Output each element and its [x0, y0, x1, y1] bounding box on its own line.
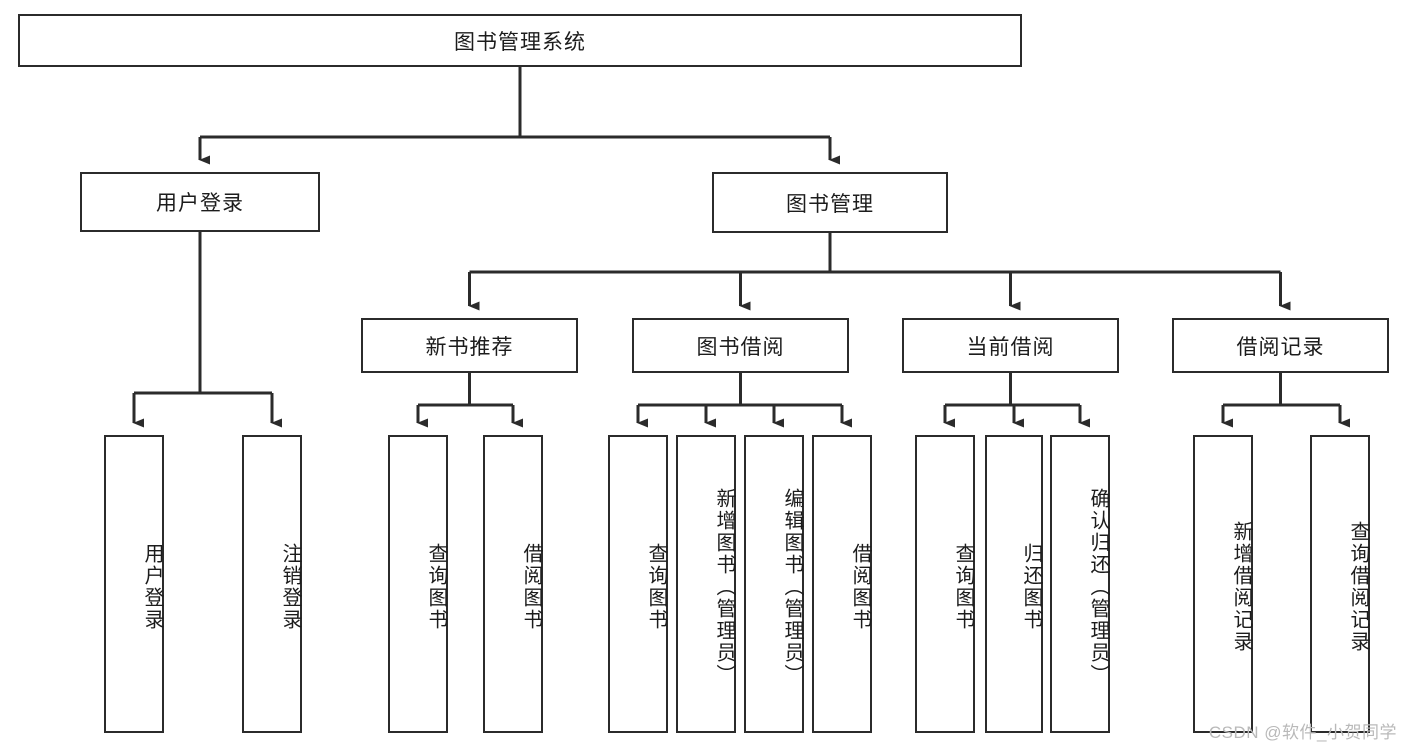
node-label: 用户登录	[156, 192, 244, 215]
node-leaf-rec-borrow-book[interactable]: 借阅图书	[483, 435, 543, 733]
csdn-watermark: CSDN @软件_小贺同学	[1208, 723, 1397, 742]
node-leaf-borrow-edit-book[interactable]: 编辑图书（管理员）	[744, 435, 804, 733]
node-leaf-current-return-book[interactable]: 归还图书	[985, 435, 1043, 733]
node-label: 注销登录	[279, 543, 301, 631]
node-borrow-record[interactable]: 借阅记录	[1172, 318, 1389, 373]
node-label: 查询图书	[952, 543, 974, 631]
node-label: 归还图书	[1020, 543, 1042, 631]
node-label: 图书管理系统	[454, 30, 586, 54]
node-label: 借阅图书	[849, 543, 871, 631]
node-label: 图书借阅	[696, 335, 785, 359]
node-leaf-borrow-borrow-book[interactable]: 借阅图书	[812, 435, 872, 733]
node-label: 借阅记录	[1236, 335, 1325, 359]
node-label: 新增图书（管理员）	[713, 488, 735, 686]
node-leaf-borrow-query-book[interactable]: 查询图书	[608, 435, 668, 733]
node-root[interactable]: 图书管理系统	[18, 14, 1022, 67]
node-label: 查询图书	[645, 543, 667, 631]
node-label: 编辑图书（管理员）	[781, 488, 803, 686]
node-user-login[interactable]: 用户登录	[80, 172, 320, 232]
node-label: 查询图书	[425, 543, 447, 631]
node-leaf-current-confirm-return[interactable]: 确认归还（管理员）	[1050, 435, 1110, 733]
node-label: 查询借阅记录	[1347, 521, 1369, 653]
node-leaf-user-login[interactable]: 用户登录	[104, 435, 164, 733]
node-leaf-record-query[interactable]: 查询借阅记录	[1310, 435, 1370, 733]
node-label: 新书推荐	[425, 335, 514, 359]
node-leaf-current-query-book[interactable]: 查询图书	[915, 435, 975, 733]
node-label: 新增借阅记录	[1230, 521, 1252, 653]
node-leaf-rec-query-book[interactable]: 查询图书	[388, 435, 448, 733]
node-label: 图书管理	[786, 192, 874, 216]
node-leaf-user-logout[interactable]: 注销登录	[242, 435, 302, 733]
node-leaf-borrow-add-book[interactable]: 新增图书（管理员）	[676, 435, 736, 733]
node-book-borrow[interactable]: 图书借阅	[632, 318, 849, 373]
node-label: 借阅图书	[520, 543, 542, 631]
node-label: 用户登录	[141, 543, 163, 631]
node-current-borrow[interactable]: 当前借阅	[902, 318, 1119, 373]
node-leaf-record-add[interactable]: 新增借阅记录	[1193, 435, 1253, 733]
node-book-manage[interactable]: 图书管理	[712, 172, 948, 233]
node-label: 确认归还（管理员）	[1087, 488, 1109, 686]
node-label: 当前借阅	[966, 335, 1055, 359]
node-new-book-rec[interactable]: 新书推荐	[361, 318, 578, 373]
